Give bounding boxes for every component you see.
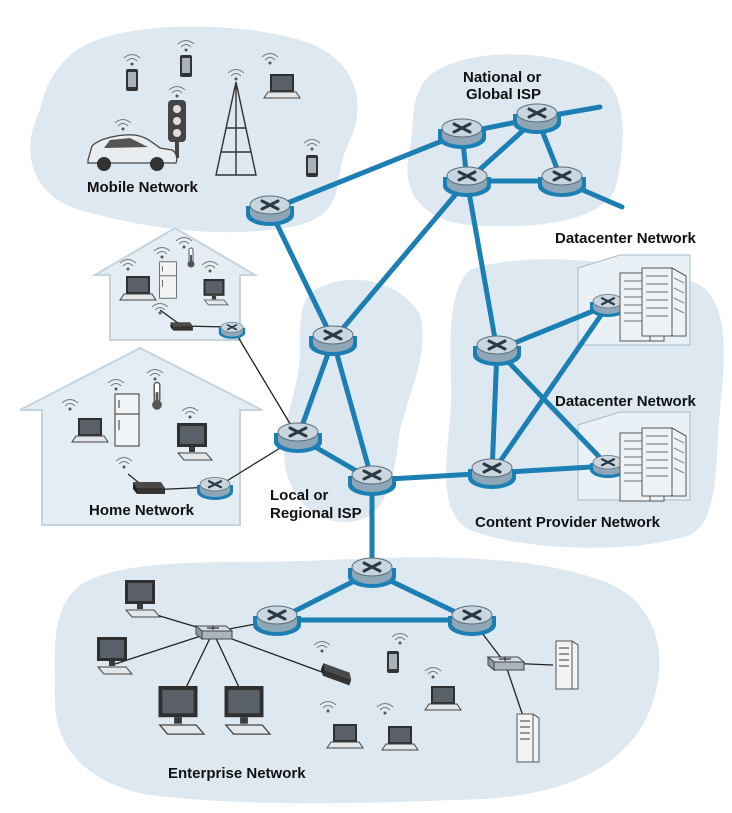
desktop-icon	[96, 636, 133, 675]
datacenter-server-rack-2b	[641, 427, 687, 497]
desktop-icon	[203, 278, 229, 306]
car-icon	[87, 119, 178, 171]
desktop-icon	[176, 422, 213, 461]
desktop-icon	[124, 579, 161, 618]
router-enterprise-right	[446, 604, 498, 638]
server-icon	[555, 640, 579, 690]
router-local-isp-3	[346, 464, 398, 498]
refrigerator-icon	[114, 393, 140, 447]
router-home-small	[217, 321, 247, 340]
home-network-label: Home Network	[89, 502, 195, 519]
national-isp-label-line1: National or	[463, 69, 542, 86]
server-icon	[516, 713, 540, 763]
content-provider-network-label: Content Provider Network	[475, 514, 661, 531]
router-home	[195, 476, 235, 502]
enterprise-network-label: Enterprise Network	[168, 765, 306, 782]
phone-icon	[180, 55, 192, 77]
mobile-network-label: Mobile Network	[87, 179, 199, 196]
tablet-icon	[387, 651, 399, 673]
local-isp-label-line2: Regional ISP	[270, 505, 362, 522]
enterprise-switch-icon	[487, 656, 525, 671]
phone-icon	[306, 155, 318, 177]
cell-tower-icon	[215, 69, 257, 176]
router-national-isp-4	[536, 165, 588, 199]
datacenter-server-rack-1b	[641, 267, 687, 337]
datacenter-network-label-1: Datacenter Network	[555, 230, 697, 247]
thermometer-icon	[151, 381, 163, 411]
enterprise-network-cloud	[54, 557, 660, 804]
mobile-network-cloud	[30, 26, 358, 233]
router-mobile	[244, 194, 296, 228]
national-isp-label-line2: Global ISP	[466, 86, 541, 103]
local-isp-label-line1: Local or	[270, 487, 329, 504]
router-national-isp-3	[441, 165, 493, 199]
enterprise-switch-icon	[195, 625, 233, 640]
router-local-isp-2	[272, 421, 324, 455]
router-local-isp-1	[307, 324, 359, 358]
router-content-provider-1	[471, 334, 523, 368]
refrigerator-icon	[159, 261, 177, 299]
modem-icon	[170, 322, 193, 331]
router-national-isp-1	[436, 117, 488, 151]
home-network-house	[19, 346, 263, 526]
modem-icon	[133, 482, 165, 494]
desktop-icon	[223, 685, 271, 735]
router-content-provider-2	[466, 457, 518, 491]
thermometer-icon	[187, 247, 195, 268]
traffic-light-icon	[168, 86, 186, 158]
datacenter-network-label-2: Datacenter Network	[555, 393, 697, 410]
router-enterprise-left	[251, 604, 303, 638]
desktop-icon	[157, 685, 205, 735]
router-national-isp-2	[511, 102, 563, 136]
phone-icon	[126, 69, 138, 91]
router-enterprise-top	[346, 556, 398, 590]
